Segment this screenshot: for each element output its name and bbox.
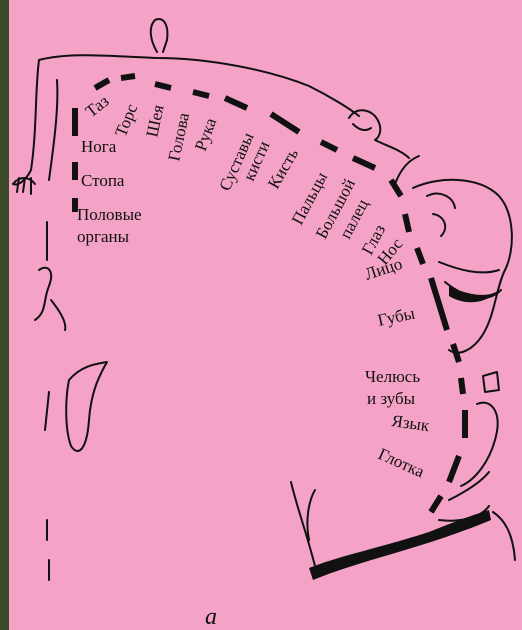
label-chelyust: Челюсь (365, 367, 420, 386)
thumb-sketch (353, 124, 371, 130)
band-seg (353, 158, 375, 168)
label-yazyk: Язык (390, 411, 431, 435)
vessel-branch (291, 482, 515, 580)
limb-sketch (35, 222, 65, 330)
band-seg (225, 98, 247, 108)
band-seg (417, 248, 423, 264)
label-taz: Таз (82, 91, 113, 121)
band-seg (461, 378, 463, 394)
vessel-branches (291, 482, 317, 574)
label-guby: Губы (376, 303, 417, 330)
label-stopa: Стопа (81, 171, 125, 190)
label-sheya: Шея (142, 103, 167, 139)
trunk-sketch (66, 362, 107, 451)
neck-sketch (395, 156, 419, 184)
band-seg (453, 344, 459, 362)
band-seg (155, 84, 171, 88)
nose-sketch (433, 214, 445, 236)
band-seg (193, 92, 209, 96)
band-seg (449, 456, 459, 482)
label-ruka: Рука (191, 115, 220, 153)
lips-sketch (439, 262, 501, 298)
homunculus-figure: Таз Торс Шея Голова Рука Суставы кисти К… (9, 0, 522, 630)
band-seg (431, 496, 441, 512)
leg-outline (13, 60, 39, 184)
label-organy: органы (77, 227, 130, 246)
label-litso: Лицо (362, 254, 404, 284)
left-sketches (35, 222, 107, 580)
inner-leg-outline (49, 80, 57, 180)
band-seg (431, 278, 447, 330)
label-tors: Торс (111, 101, 141, 140)
label-golova: Голова (164, 111, 193, 163)
mouth-fill (449, 286, 499, 302)
band-seg (405, 214, 409, 232)
label-i-zuby: и зубы (367, 389, 416, 408)
hand-outline (349, 110, 409, 158)
label-noga: Нога (81, 137, 117, 156)
label-glotka: Глотка (375, 444, 427, 481)
vessel-tail (493, 512, 515, 560)
toes-sketch (13, 178, 35, 194)
face-contour (413, 180, 512, 353)
band-seg (321, 142, 337, 150)
label-polovye: Половые (77, 205, 142, 224)
homunculus-svg: Таз Торс Шея Голова Рука Суставы кисти К… (9, 0, 522, 630)
eye-sketch (427, 194, 455, 208)
band-seg (271, 114, 299, 132)
foot-sketch (151, 19, 168, 52)
band-seg (121, 76, 135, 78)
vertical-marks (45, 392, 49, 580)
vessel-trunk (309, 510, 491, 580)
cortex-band (75, 76, 465, 512)
figure-caption: а (205, 604, 217, 630)
band-seg (391, 180, 401, 196)
band-seg (95, 80, 109, 88)
tooth-sketch (483, 372, 499, 392)
